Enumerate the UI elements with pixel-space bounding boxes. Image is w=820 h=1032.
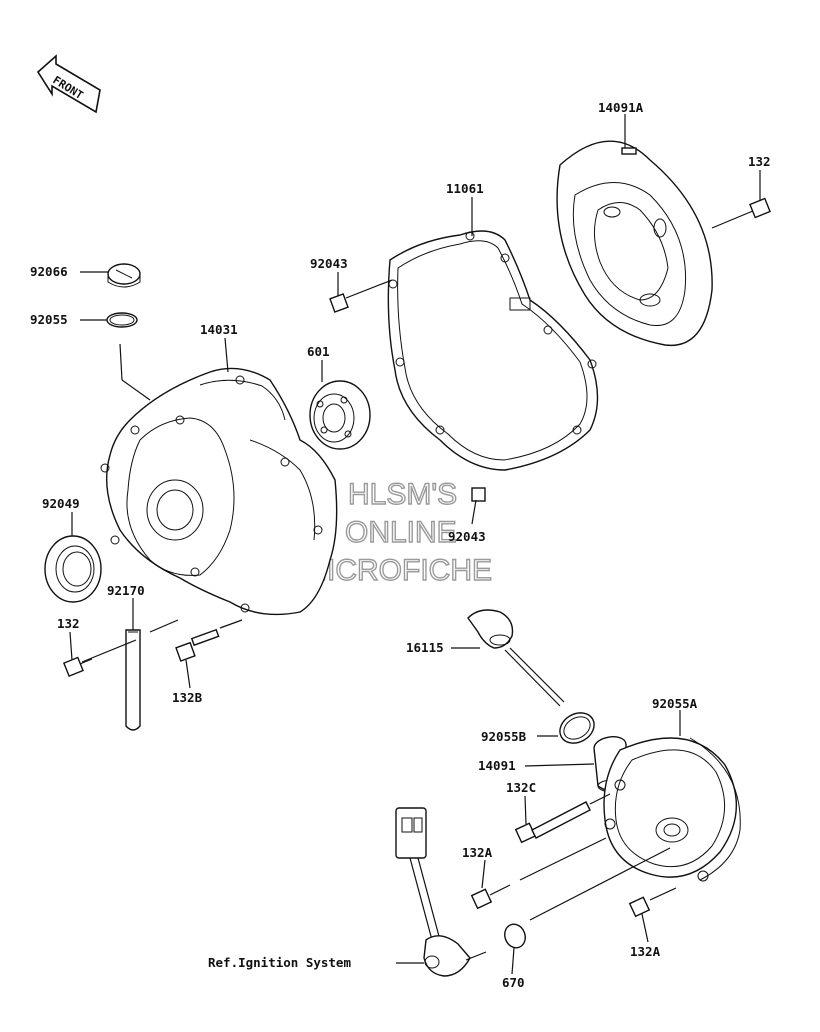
- label-16115: 16115: [406, 640, 444, 655]
- part-92043-dowel-mid: [471, 487, 486, 502]
- label-601: 601: [307, 344, 330, 359]
- watermark-line-3: MICROFICHE: [302, 554, 492, 587]
- ref-ignition-system-label: Ref.Ignition System: [208, 955, 351, 970]
- part-92066-plug: [107, 263, 141, 288]
- part-labels: 14091A 132 11061 92066 92043 92055 14031…: [30, 100, 771, 990]
- part-132-bolt-left: [62, 619, 179, 678]
- part-132B-bolt: [175, 619, 243, 662]
- label-132-left: 132: [57, 616, 80, 631]
- part-92170-plate: [125, 629, 141, 731]
- label-92170: 92170: [107, 583, 145, 598]
- label-11061: 11061: [446, 181, 484, 196]
- part-92055B-o-ring: [559, 712, 595, 744]
- label-92055A: 92055A: [652, 696, 698, 711]
- label-670: 670: [502, 975, 525, 990]
- label-132A-left: 132A: [462, 845, 493, 860]
- part-92043-dowel-top: [329, 279, 393, 313]
- part-601-bearing: [309, 380, 371, 450]
- part-92049-oil-seal: [44, 535, 102, 603]
- label-132B: 132B: [172, 690, 203, 705]
- label-92055: 92055: [30, 312, 68, 327]
- label-14091A: 14091A: [598, 100, 644, 115]
- part-92055-o-ring: [106, 312, 138, 328]
- front-arrow-icon: FRONT: [36, 54, 101, 114]
- label-14031: 14031: [200, 322, 238, 337]
- label-92049: 92049: [42, 496, 80, 511]
- part-132C-bolt: [514, 793, 611, 844]
- part-11061-gasket: [387, 230, 599, 471]
- part-14031-crankcase-cover: [100, 367, 338, 616]
- part-132-bolt-top: [711, 197, 771, 229]
- label-132C: 132C: [506, 780, 536, 795]
- label-92066: 92066: [30, 264, 68, 279]
- watermark-line-2: ONLINE: [345, 516, 457, 549]
- part-14091A-cover-plate: [556, 140, 713, 347]
- part-132A-bolt-left: [470, 837, 607, 910]
- watermark: HLSM'S ONLINE MICROFICHE: [301, 477, 492, 587]
- part-132A-bolt-right: [628, 887, 677, 918]
- label-92043-mid: 92043: [448, 529, 486, 544]
- watermark-line-1: HLSM'S: [348, 478, 457, 511]
- label-14091: 14091: [478, 758, 516, 773]
- label-132A-right: 132A: [630, 944, 661, 959]
- part-16115-dipstick: [467, 609, 565, 707]
- label-92055B: 92055B: [481, 729, 527, 744]
- part-92055A-cover-gasket: [603, 737, 741, 882]
- part-670-o-ring: [504, 847, 671, 949]
- leader-lines: [69, 114, 761, 975]
- label-92043-top: 92043: [310, 256, 348, 271]
- label-132-top: 132: [748, 154, 771, 169]
- ignition-sensor-icon: [395, 807, 487, 977]
